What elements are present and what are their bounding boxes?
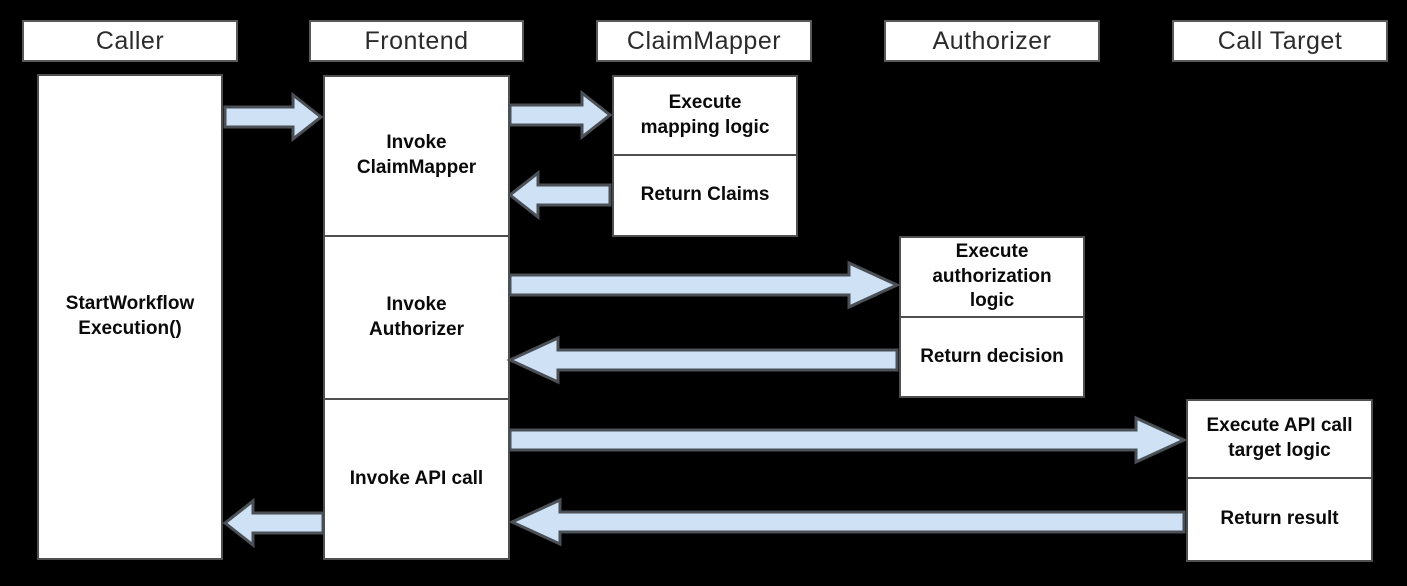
activation-claimmapper-execute-mapping-logic: Execute mapping logic bbox=[612, 75, 798, 156]
activation-calltarget-return-result: Return result bbox=[1186, 477, 1373, 562]
arrow-frontend-to-claimmapper-request bbox=[508, 89, 613, 141]
arrow-claimmapper-to-frontend-return-claims bbox=[507, 169, 612, 221]
activation-label: Invoke API call bbox=[349, 467, 484, 489]
actor-header-claimmapper: ClaimMapper bbox=[596, 20, 812, 62]
arrow-frontend-to-caller-return bbox=[222, 497, 325, 549]
activation-claimmapper-return-claims: Return Claims bbox=[612, 154, 798, 237]
activation-label: StartWorkflow Execution() bbox=[65, 293, 195, 339]
arrow-frontend-to-authorizer-request bbox=[508, 260, 901, 310]
activation-frontend-invoke-api-call: Invoke API call bbox=[323, 398, 510, 560]
activation-frontend-invoke-claimmapper: Invoke ClaimMapper bbox=[323, 75, 510, 237]
arrow-caller-to-frontend-request bbox=[223, 91, 324, 143]
activation-authorizer-execute-authorization-logic: Execute authorization logic bbox=[899, 236, 1085, 318]
arrow-calltarget-to-frontend-return-result bbox=[508, 497, 1186, 547]
actor-label-claimmapper: ClaimMapper bbox=[626, 26, 782, 55]
activation-label: Execute authorization logic bbox=[932, 240, 1052, 312]
activation-label: Return Claims bbox=[640, 184, 770, 206]
actor-label-caller: Caller bbox=[95, 26, 165, 55]
arrow-frontend-to-calltarget-request bbox=[508, 415, 1188, 465]
activation-caller-startworkflowexecution: StartWorkflow Execution() bbox=[37, 74, 223, 560]
activation-calltarget-execute-api-call-target-logic: Execute API call target logic bbox=[1186, 399, 1373, 479]
activation-label: Invoke Authorizer bbox=[369, 293, 464, 340]
activation-label: Return result bbox=[1220, 508, 1339, 530]
activation-label: Execute API call target logic bbox=[1206, 415, 1353, 461]
actor-header-frontend: Frontend bbox=[309, 20, 524, 62]
actor-header-calltarget: Call Target bbox=[1172, 20, 1388, 62]
arrow-authorizer-to-frontend-return-decision bbox=[506, 335, 899, 385]
activation-label: Return decision bbox=[920, 345, 1064, 367]
activation-authorizer-return-decision: Return decision bbox=[899, 316, 1085, 398]
actor-label-frontend: Frontend bbox=[364, 26, 469, 55]
activation-label: Invoke ClaimMapper bbox=[356, 132, 477, 178]
actor-label-calltarget: Call Target bbox=[1217, 26, 1343, 55]
activation-label: Execute mapping logic bbox=[640, 91, 770, 138]
actor-header-authorizer: Authorizer bbox=[884, 20, 1100, 62]
activation-frontend-invoke-authorizer: Invoke Authorizer bbox=[323, 235, 510, 400]
actor-header-caller: Caller bbox=[22, 20, 238, 62]
actor-label-authorizer: Authorizer bbox=[932, 26, 1052, 55]
